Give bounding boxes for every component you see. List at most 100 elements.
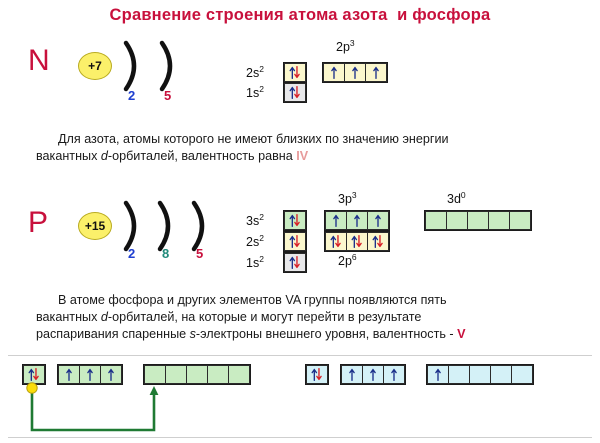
orbital-cell — [425, 211, 447, 230]
phos-2p-sup: 6 — [351, 252, 357, 262]
single-electron-icon — [391, 368, 397, 381]
p2-italic-d: d — [100, 310, 108, 324]
arc-icon — [123, 40, 137, 92]
phosphorus-shell-1-arc — [122, 200, 144, 257]
orbital-cell — [488, 211, 510, 230]
nitrogen-2p-label: 2p3 — [336, 38, 355, 54]
divider-bottom — [8, 437, 592, 438]
orbital-cell — [367, 211, 389, 230]
single-electron-icon — [331, 66, 337, 79]
orbital-cell — [446, 211, 468, 230]
orbital-cell — [467, 211, 489, 230]
phosphorus-shell-2-count: 8 — [162, 246, 170, 261]
nitrogen-2s-orbital-group — [283, 62, 307, 83]
phosphorus-3d-label: 3d0 — [447, 190, 466, 206]
paired-electrons-icon — [289, 235, 300, 248]
phosphorus-1s-label: 1s2 — [246, 254, 264, 270]
phosphorus-shell-3-count: 5 — [196, 246, 204, 261]
nitrogen-shell-2-count: 5 — [164, 88, 172, 103]
ground-state-d-orbital-group — [143, 364, 251, 385]
nitrogen-2p-sup: 3 — [349, 38, 355, 48]
single-electron-icon — [435, 368, 441, 381]
paired-electrons-icon — [289, 214, 300, 227]
orbital-cell — [448, 365, 470, 384]
arc-icon — [157, 200, 171, 252]
p2-l3b: -электроны внешнего уровня, валентность … — [195, 327, 458, 341]
phosphorus-2s-label: 2s2 — [246, 233, 264, 249]
phosphorus-2p-label: 2p6 — [338, 252, 357, 268]
phosphorus-s-column — [283, 210, 307, 273]
phos-3p-sup: 3 — [351, 190, 357, 200]
single-electron-icon — [352, 66, 358, 79]
nitrogen-2p-orbital-group — [322, 62, 388, 83]
orbital-cell — [346, 211, 368, 230]
single-electron-icon — [349, 368, 355, 381]
paired-electrons-icon — [351, 235, 362, 248]
nitrogen-1s-sup: 2 — [259, 84, 264, 94]
paragraph-nitrogen-line2: вакантных d-орбиталей, валентность равна… — [36, 148, 564, 165]
paired-electrons-icon — [330, 235, 341, 248]
phosphorus-3p-orbital-group — [324, 210, 390, 231]
nitrogen-2p-text: 2p — [336, 40, 350, 55]
p1-l2b: -орбиталей, валентность равна — [107, 149, 297, 163]
p2-l2a: вакантных — [36, 310, 101, 324]
phosphorus-shell-3-arc — [190, 200, 212, 257]
orbital-cell — [365, 63, 387, 82]
phosphorus-2p-orbital-group — [324, 231, 390, 252]
orbital-cell — [509, 211, 531, 230]
orbital-cell — [344, 63, 366, 82]
paired-electrons-icon — [289, 66, 300, 79]
p1-l2a: вакантных — [36, 149, 101, 163]
p2-l2b: -орбиталей, на которые и могут перейти в… — [107, 310, 422, 324]
phos-1s-sup: 2 — [259, 254, 264, 264]
orbital-cell — [367, 232, 389, 251]
single-electron-icon — [87, 368, 93, 381]
paragraph-nitrogen: Для азота, атомы которого не имеют близк… — [36, 131, 564, 165]
arc-icon — [191, 200, 205, 252]
phosphorus-3s-label: 3s2 — [246, 212, 264, 228]
nitrogen-symbol: N — [28, 44, 50, 78]
phos-3d-text: 3d — [447, 192, 461, 207]
excited-state-p-orbital-group — [340, 364, 406, 385]
orbital-cell — [490, 365, 512, 384]
orbital-cell — [323, 63, 345, 82]
orbital-cell — [362, 365, 384, 384]
phos-3d-sup: 0 — [460, 190, 466, 200]
phosphorus-3p-label: 3p3 — [338, 190, 357, 206]
excited-state-d-orbital-group — [426, 364, 534, 385]
phos-2s-text: 2s — [246, 235, 260, 250]
paired-electrons-icon — [28, 368, 39, 381]
single-electron-icon — [66, 368, 72, 381]
ground-state-p-orbital-group — [57, 364, 123, 385]
phosphorus-symbol: P — [28, 206, 48, 240]
paragraph-phosphorus-line1: В атоме фосфора и других элементов VA гр… — [58, 293, 447, 307]
paired-electrons-icon — [289, 256, 300, 269]
p2-italic-s: s — [189, 327, 196, 341]
single-electron-icon — [373, 66, 379, 79]
orbital-cell — [383, 365, 405, 384]
nitrogen-nucleus: +7 — [78, 52, 112, 80]
phosphorus-nucleus: +15 — [78, 212, 112, 240]
phosphorus-3d-orbital-group — [424, 210, 532, 231]
paragraph-phosphorus-line3: распаривания спаренные s-электроны внешн… — [36, 326, 564, 343]
phos-3s-text: 3s — [246, 214, 260, 229]
valence-v-value: V — [457, 327, 466, 341]
orbital-cell — [325, 232, 347, 251]
single-electron-icon — [375, 214, 381, 227]
orbital-cell — [511, 365, 533, 384]
nitrogen-symbol-label: N — [28, 44, 50, 77]
orbital-cell — [306, 365, 328, 384]
orbital-cell — [341, 365, 363, 384]
orbital-cell — [284, 63, 306, 82]
nitrogen-nucleus-charge: +7 — [88, 59, 102, 73]
orbital-cell — [23, 365, 45, 384]
arc-icon — [123, 200, 137, 252]
orbital-cell — [325, 211, 347, 230]
orbital-cell — [284, 232, 306, 251]
valence-iv-value: IV — [296, 149, 309, 163]
phosphorus-shell-1-count: 2 — [128, 246, 136, 261]
phosphorus-symbol-label: P — [28, 206, 49, 239]
nitrogen-shell-1-count: 2 — [128, 88, 136, 103]
orbital-cell — [100, 365, 122, 384]
orbital-cell — [346, 232, 368, 251]
